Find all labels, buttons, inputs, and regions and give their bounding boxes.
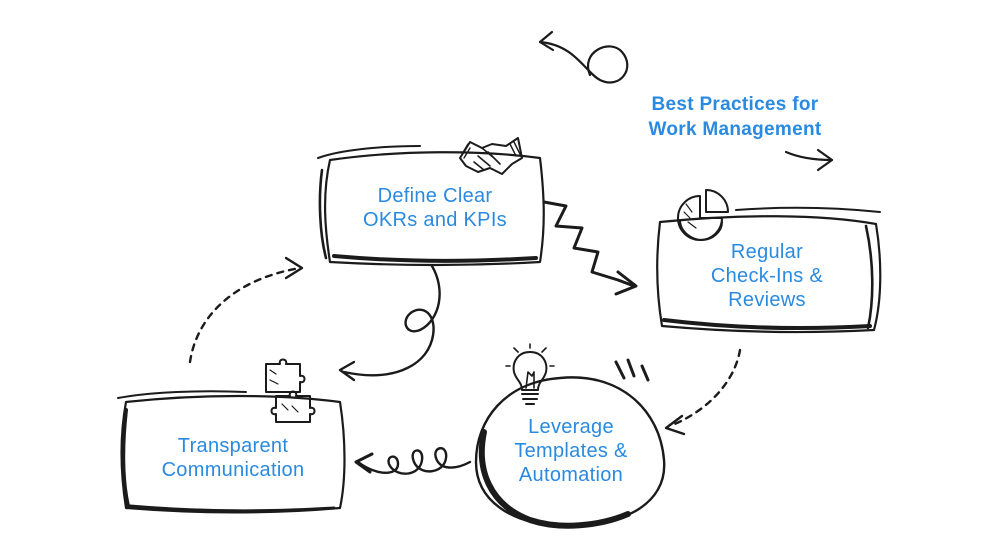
edge-checkins-to-leverage (664, 348, 742, 436)
edge-leverage-to-transparent (354, 447, 472, 475)
node-label-leverage: Leverage Templates & Automation (514, 416, 628, 486)
node-box-define (317, 145, 545, 267)
title-pointer-arrow (784, 148, 834, 172)
edge-define-to-checkins (542, 200, 638, 296)
node-label-define: Define Clear OKRs and KPIs (363, 185, 507, 231)
decorative-curl-arrow (538, 30, 629, 84)
pie-chart-icon (677, 189, 729, 241)
edge-define-loop (338, 264, 441, 382)
node-label-checkins: Regular Check-Ins & Reviews (710, 241, 824, 311)
node-box-checkins (656, 206, 882, 334)
node-box-transparent (117, 390, 346, 514)
puzzle-icon (265, 358, 316, 423)
node-label-transparent: Transparent Communication (161, 435, 305, 481)
edge-transparent-to-define (188, 256, 304, 364)
handshake-icon (459, 137, 523, 175)
diagram-title: Best Practices for Work Management (648, 94, 822, 140)
node-box-leverage (474, 358, 666, 529)
lightbulb-icon (505, 343, 555, 405)
